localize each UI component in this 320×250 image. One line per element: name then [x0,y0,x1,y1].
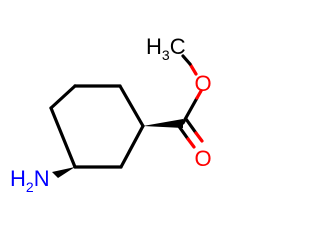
molecule-structure: H3C O O H2N [10,34,212,195]
ring-bond [49,84,77,110]
cyclohexane-ring [49,84,145,169]
bond-c-o-double [176,117,204,149]
amine-label: H2N [10,166,50,195]
ring-bond [119,124,145,169]
ring-bond [49,106,77,169]
carbonyl-oxygen-label: O [194,146,211,171]
ring-bond [118,84,145,128]
methyl-label: H3C [146,34,186,63]
ester-oxygen-label: O [194,71,211,96]
bond-c-o-single-red [195,89,203,100]
wedge-bond-amine [52,167,75,178]
bond-o-ch3 [181,54,192,66]
wedge-bond-ester [143,119,183,128]
bond-o-ch3-red [188,62,198,76]
